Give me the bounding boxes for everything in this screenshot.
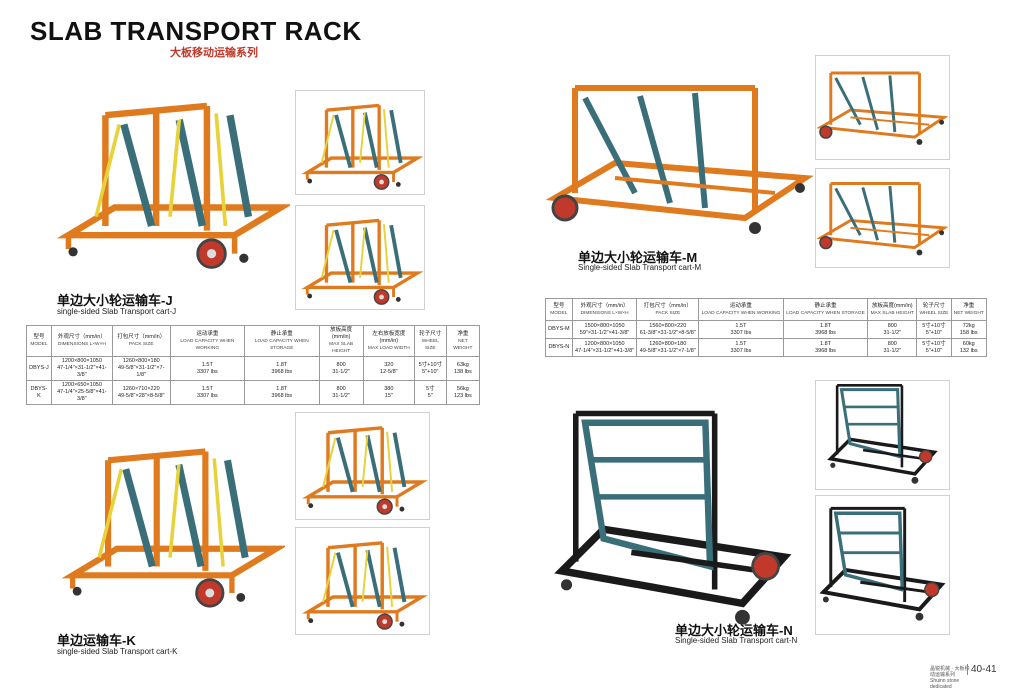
cart-m-thumb-1 (815, 55, 950, 160)
footer-text: 晶锐机械 · 大板移动运输系列 Shuinn stone dedicated (930, 666, 970, 690)
table-header-cell: 外观尺寸（mm/in）DIMENSIONS L×W×H (50, 325, 113, 357)
page-subtitle: 大板移动运输系列 (170, 47, 258, 59)
table-header-cell: 外观尺寸（mm/in）DIMENSIONS L×W×H (571, 298, 638, 321)
page-title: SLAB TRANSPORT RACK (30, 16, 362, 46)
page-number: 40-41 (967, 664, 997, 675)
table-header-cell: 打包尺寸（mm/in）PACK SIZE (636, 298, 700, 321)
cart-k-thumb-1 (295, 412, 430, 520)
cart-j-name-en: single-sided Slab Transport cart-J (57, 307, 177, 316)
cart-m-photo (545, 68, 815, 248)
cart-j-name-cn: 单边大小轮运输车-J (57, 293, 173, 308)
table-cell: DBYS-M (545, 320, 573, 339)
cart-k-thumb-2 (295, 527, 430, 635)
table-cell: DBYS-J (26, 356, 52, 381)
cart-n-thumb-2 (815, 495, 950, 635)
cart-n-photo (548, 395, 798, 645)
table-cell: DBYS-K (26, 380, 52, 405)
cart-m-name-en: Single-sided Slab Transport cart-M (578, 263, 702, 272)
cart-m-thumb-2 (815, 168, 950, 268)
cart-k-photo (55, 420, 285, 620)
table-header-cell: 左右放板宽度(mm/in)MAX LOAD WIDTH (362, 325, 415, 357)
table-header-cell: 打包尺寸（mm/in）PACK SIZE (111, 325, 171, 357)
cart-m-name-cn: 单边大小轮运输车-M (578, 250, 698, 265)
table-header-cell: 放板高度(mm/in)MAX SLAB HEIGHT (318, 325, 364, 357)
cart-j-thumb-1 (295, 90, 425, 195)
cart-k-name-cn: 单边运输车-K (57, 633, 136, 648)
cart-n-name-en: Single-sided Slab Transport cart-N (675, 636, 798, 645)
cart-j-thumb-2 (295, 205, 425, 310)
cart-n-name-cn: 单边大小轮运输车-N (675, 623, 793, 638)
cart-k-name-en: single-sided Slab Transport cart-K (57, 647, 178, 656)
cart-j-photo (50, 70, 290, 285)
cart-n-thumb-1 (815, 380, 950, 490)
table-header-cell: 放板高度(mm/in)MAX SLAB HEIGHT (867, 298, 918, 321)
table-cell: DBYS-N (545, 338, 573, 357)
